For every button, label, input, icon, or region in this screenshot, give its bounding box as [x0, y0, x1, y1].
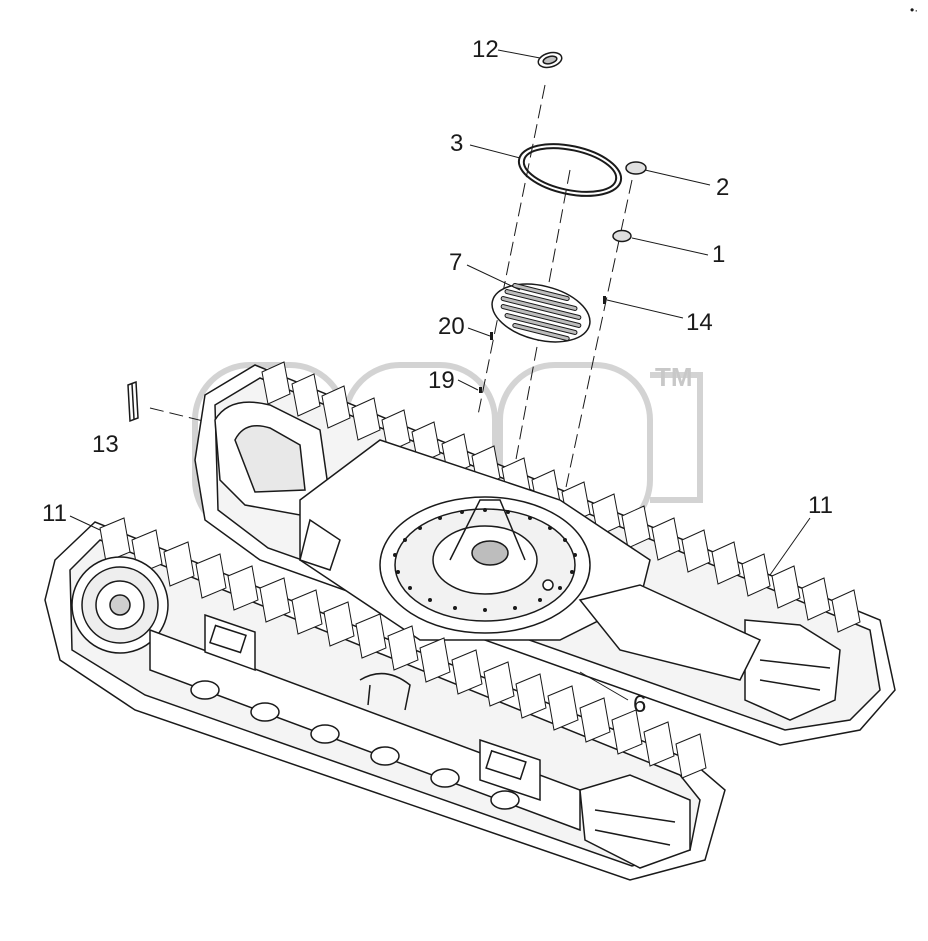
- callout-11-right: 11: [808, 492, 833, 519]
- part-7-grille-cover: [491, 282, 591, 343]
- left-track-assembly: [44, 517, 726, 881]
- callout-7: 7: [449, 249, 462, 276]
- callout-1: 1: [712, 241, 725, 268]
- callout-20: 20: [438, 313, 465, 340]
- callout-2: 2: [716, 174, 729, 201]
- callout-19: 19: [428, 367, 455, 394]
- part-3-seal-ring: [517, 143, 623, 197]
- callout-11-left: 11: [42, 500, 67, 527]
- part-12-plug: [537, 51, 563, 69]
- part-19-washer: [479, 387, 482, 393]
- undercarriage-center-frame: [299, 439, 762, 681]
- part-20-bolt: [490, 332, 493, 340]
- callout-14: 14: [686, 309, 713, 336]
- corner-mark: •·: [910, 3, 918, 17]
- part-2-cap: [625, 161, 647, 175]
- part-13-pin: [127, 380, 139, 423]
- part-14-bolt: [603, 296, 606, 304]
- callout-leaders: [69, 49, 811, 701]
- callout-6: 6: [633, 691, 646, 718]
- part-1-cap: [612, 229, 632, 243]
- watermark-trademark: TM: [655, 362, 693, 392]
- callout-12: 12: [472, 36, 499, 63]
- callout-3: 3: [450, 130, 463, 157]
- callout-13: 13: [92, 431, 119, 458]
